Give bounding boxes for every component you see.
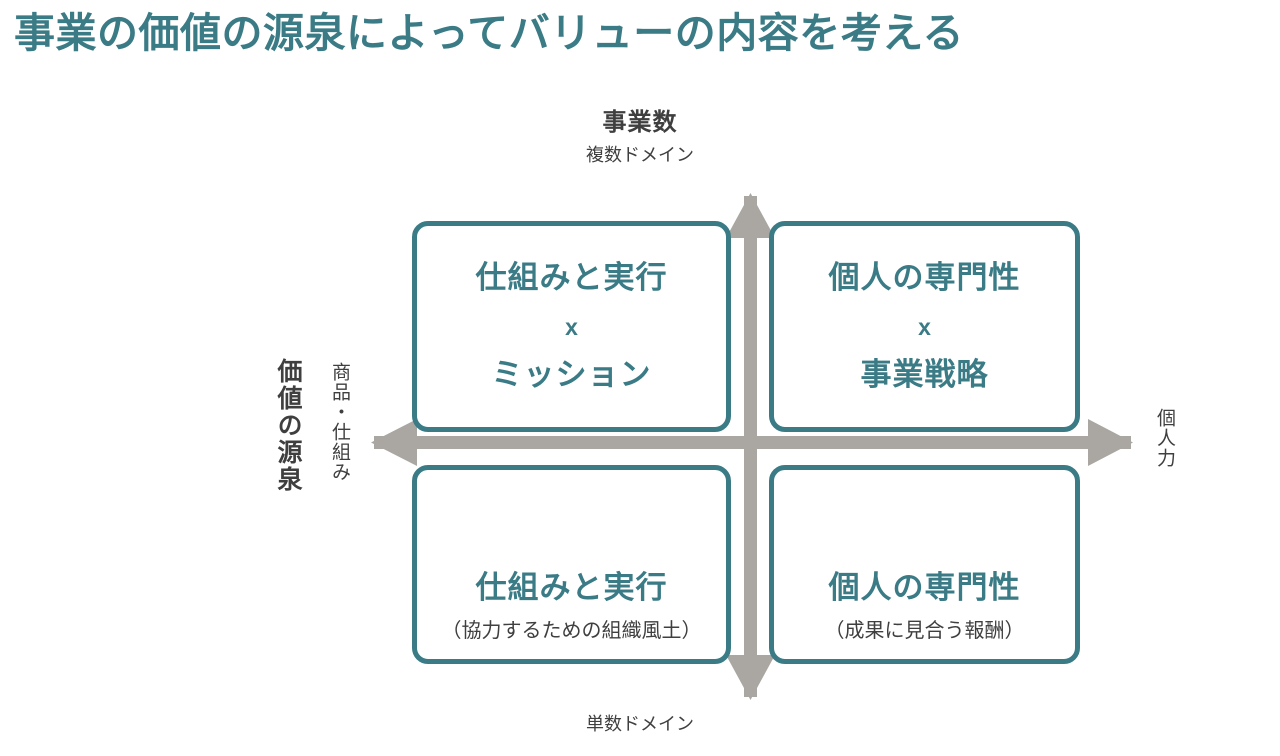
page-title: 事業の価値の源泉によってバリューの内容を考える — [14, 10, 964, 56]
axis-label-right-sub: 個人力 — [1154, 408, 1175, 468]
quadrant-bottom-left[interactable]: 仕組みと実行 （協力するための組織風土） — [412, 465, 731, 664]
arrow-down-icon — [726, 655, 775, 700]
arrow-left-icon — [371, 419, 417, 466]
quadrant-bottom-right-note: （成果に見合う報酬） — [824, 620, 1025, 642]
quadrant-top-right-line1: 個人の専門性 — [828, 259, 1021, 295]
axis-label-bottom-sub: 単数ドメイン — [586, 714, 694, 734]
arrow-up-icon — [726, 193, 775, 238]
axis-label-left-sub: 商品・仕組み — [329, 362, 350, 482]
arrow-right-icon — [1088, 419, 1133, 466]
quadrant-bottom-left-note: （協力するための組織風土） — [441, 620, 702, 642]
horizontal-axis-shaft — [374, 436, 1131, 449]
quadrant-bottom-right[interactable]: 個人の専門性 （成果に見合う報酬） — [769, 465, 1080, 664]
vertical-axis-shaft — [744, 196, 757, 697]
quadrant-top-left-operator: x — [565, 313, 578, 340]
quadrant-top-right-line2: 事業戦略 — [860, 356, 989, 392]
axis-label-top-main: 事業数 — [602, 109, 678, 136]
quadrant-bottom-left-line1: 仕組みと実行 — [475, 570, 668, 606]
quadrant-top-right-operator: x — [918, 313, 931, 340]
axis-label-top-sub: 複数ドメイン — [586, 145, 694, 165]
axis-label-left-main: 価値の源泉 — [274, 358, 302, 493]
quadrant-top-left-line2: ミッション — [491, 356, 652, 392]
quadrant-top-left[interactable]: 仕組みと実行 x ミッション — [412, 221, 731, 432]
quadrant-top-right[interactable]: 個人の専門性 x 事業戦略 — [769, 221, 1080, 432]
quadrant-bottom-right-line1: 個人の専門性 — [828, 570, 1021, 606]
quadrant-top-left-line1: 仕組みと実行 — [475, 259, 668, 295]
